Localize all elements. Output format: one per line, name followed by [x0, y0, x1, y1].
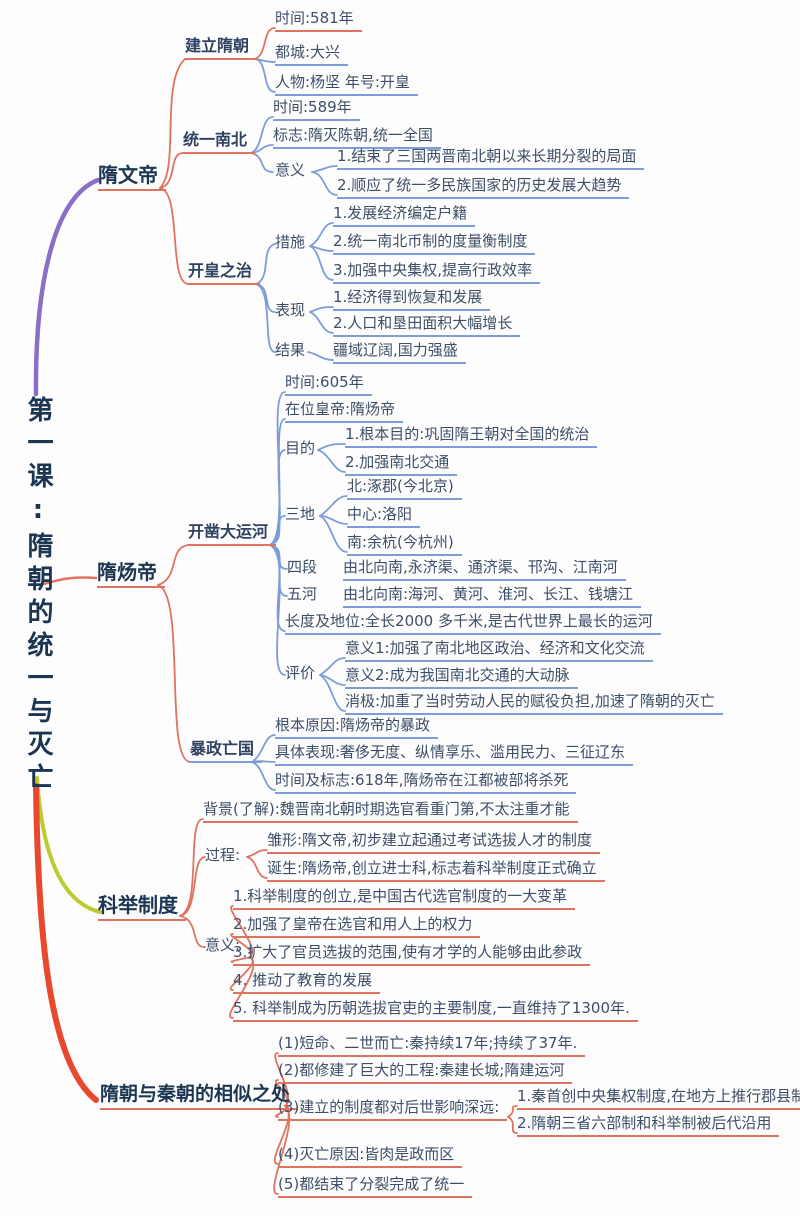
node-qin-5: (5)都结束了分裂完成了统一	[278, 1174, 473, 1198]
node-biaoxian-2: 2.人口和垦田面积大幅增长	[333, 313, 521, 337]
node-biaoxian-label: 表现	[275, 301, 306, 319]
node-canal-time: 时间:605年	[285, 372, 372, 396]
node-wuhe-text: 由北向南:海河、黄河、淮河、长江、钱塘江	[343, 584, 642, 608]
node-tongyi-yiyi-label: 意义	[275, 161, 306, 179]
node-sandi-center: 中心:洛阳	[347, 504, 421, 528]
node-mudi-1: 1.根本目的:巩固隋王朝对全国的统治	[345, 424, 598, 448]
node-guocheng-1: 雏形:隋文帝,初步建立起通过考试选拔人才的制度	[267, 830, 600, 854]
node-qin-4: (4)灭亡原因:皆肉是政而区	[278, 1144, 463, 1168]
node-keju-yiyi-label: 意义:	[205, 936, 241, 954]
node-tongyi-yiyi-2: 2.顺应了统一多民族国家的历史发展大趋势	[337, 175, 630, 199]
node-tongyi-label: 统一南北	[183, 130, 256, 154]
spine-purple-wendi	[33, 177, 101, 397]
node-qin-1: (1)短命、二世而亡:秦持续17年;持续了37年.	[278, 1033, 586, 1057]
branch-suiwendi-label: 隋文帝	[98, 163, 166, 191]
node-tongyi-yiyi-1: 1.结束了三国两晋南北朝以来长期分裂的局面	[337, 146, 645, 170]
node-sandi-south: 南:余杭(今杭州)	[347, 532, 462, 556]
node-jieguo-label: 结果	[275, 341, 306, 359]
node-qin-3-label: (3)建立的制度都对后世影响深远:	[278, 1097, 508, 1121]
node-keju-yiyi-1: 1.科举制度的创立,是中国古代选官制度的一大变革	[233, 886, 576, 910]
node-jianli-capital: 都城:大兴	[275, 42, 349, 66]
spine-red-yangdi	[38, 576, 98, 587]
node-keju-yiyi-4: 4. 推动了教育的发展	[233, 970, 381, 994]
node-cuoshi-3: 3.加强中央集权,提高行政效率	[333, 260, 541, 284]
node-jianli-label: 建立隋朝	[185, 36, 258, 60]
node-keju-yiyi-2: 2.加强了皇帝在选官和用人上的权力	[233, 914, 481, 938]
node-mudi-2: 2.加强南北交通	[345, 452, 458, 476]
node-kaihuang-label: 开皇之治	[188, 261, 261, 285]
node-siduan-label: 四段	[287, 558, 318, 576]
node-qin-2: (2)都修建了巨大的工程:秦建长城;隋建运河	[278, 1060, 573, 1084]
node-pingjia-label: 评价	[285, 664, 316, 682]
node-tongyi-mark: 标志:隋灭陈朝,统一全国	[273, 125, 441, 149]
node-qin-3-sub1: 1.秦首创中央集权制度,在地方上推行郡县制	[517, 1086, 800, 1110]
node-cuoshi-label: 措施	[275, 233, 306, 251]
node-canal-length: 长度及地位:全长2000 多千米,是古代世界上最长的运河	[285, 611, 661, 635]
node-siduan-text: 由北向南,永济渠、通济渠、邗沟、江南河	[343, 557, 626, 581]
node-keju-yiyi-3: 3.扩大了官员选拔的范围,使有才学的人能够由此参政	[233, 942, 591, 966]
node-cuoshi-1: 1.发展经济编定户籍	[333, 203, 476, 227]
spine-yellow-keju	[35, 776, 102, 914]
node-baozheng-label: 暴政亡国	[190, 739, 263, 763]
node-wuhe-label: 五河	[287, 585, 318, 603]
branch-suiyangdi-label: 隋炀帝	[97, 560, 165, 588]
node-canal-label: 开凿大运河	[188, 522, 277, 546]
root-title: 第一课:隋朝的统一与灭亡	[23, 396, 53, 796]
node-guocheng-label: 过程:	[205, 846, 241, 864]
spine-deepred-qin	[33, 783, 99, 1103]
node-jianli-person: 人物:杨坚 年号:开皇	[275, 72, 418, 96]
node-biaoxian-1: 1.经济得到恢复和发展	[333, 287, 491, 311]
node-baozheng-cause: 根本原因:隋炀帝的暴政	[275, 715, 439, 739]
node-pingjia-1: 意义1:加强了南北地区政治、经济和文化交流	[345, 638, 653, 662]
node-qin-3-sub2: 2.隋朝三省六部制和科举制被后代沿用	[517, 1113, 780, 1137]
node-mudi-label: 目的	[285, 439, 316, 457]
node-keju-yiyi-5: 5. 科举制成为历朝选拔官吏的主要制度,一直维持了1300年.	[233, 998, 638, 1022]
node-tongyi-time: 时间:589年	[273, 97, 360, 121]
node-pingjia-2: 意义2:成为我国南北交通的大动脉	[345, 665, 578, 689]
branch-keju-label: 科举制度	[98, 893, 186, 921]
node-baozheng-shows: 具体表现:奢侈无度、纵情享乐、滥用民力、三征辽东	[275, 742, 634, 766]
node-cuoshi-2: 2.统一南北币制的度量衡制度	[333, 231, 536, 255]
node-baozheng-timemark: 时间及标志:618年,隋炀帝在江都被部将杀死	[275, 770, 577, 794]
node-jianli-time: 时间:581年	[275, 8, 362, 32]
branch-qin-label: 隋朝与秦朝的相似之处	[100, 1082, 299, 1110]
node-sandi-label: 三地	[285, 505, 316, 523]
node-canal-emperor: 在位皇帝:隋炀帝	[285, 399, 404, 423]
node-keju-background: 背景(了解):魏晋南北朝时期选官看重门第,不太注重才能	[203, 799, 578, 823]
node-jieguo-text: 疆域辽阔,国力强盛	[333, 340, 466, 364]
node-pingjia-3: 消极:加重了当时劳动人民的赋役负担,加速了隋朝的灭亡	[345, 691, 723, 715]
node-sandi-north: 北:涿郡(今北京)	[347, 476, 462, 500]
node-guocheng-2: 诞生:隋炀帝,创立进士科,标志着科举制度正式确立	[267, 858, 605, 882]
